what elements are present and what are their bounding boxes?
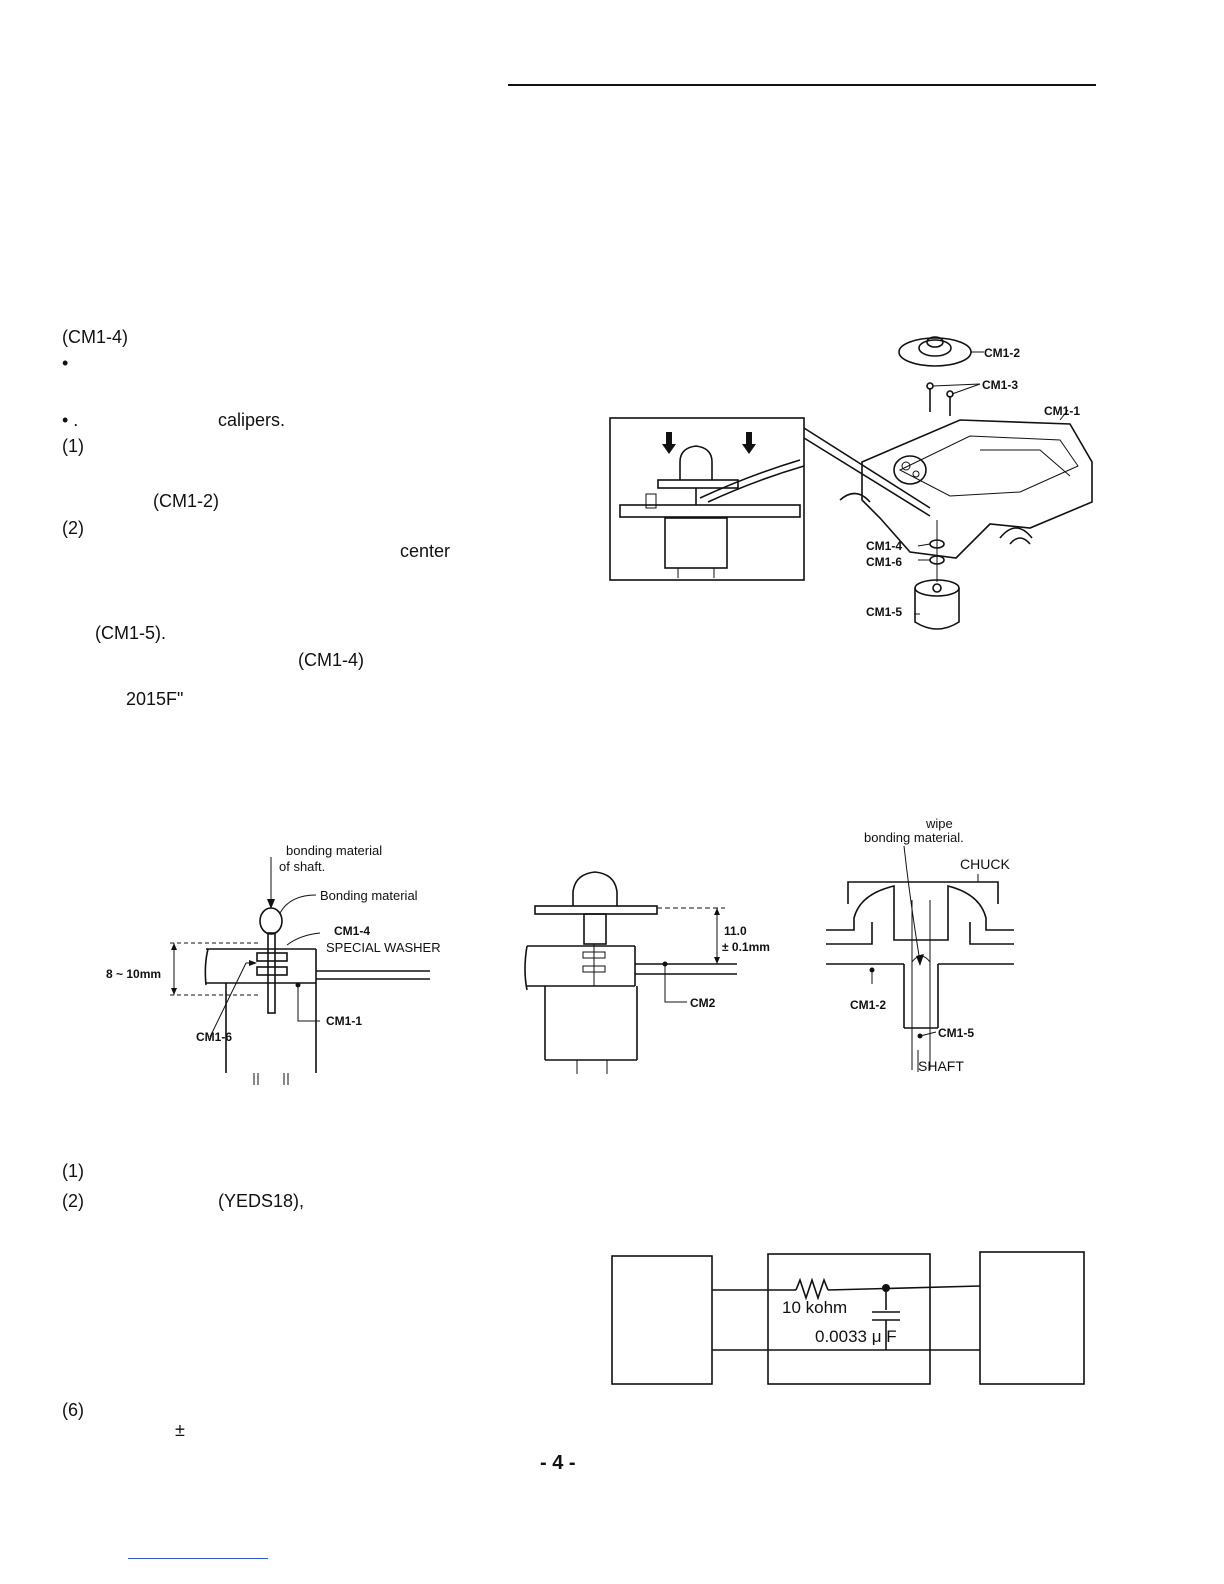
label-dim-8-10: 8 ~ 10mm xyxy=(106,967,162,981)
bullet: • xyxy=(62,353,69,373)
label-of-shaft: of shaft. xyxy=(279,859,326,874)
chuck-shaft-diagram xyxy=(826,845,1014,1072)
label-cm1-2: CM1-2 xyxy=(984,346,1021,360)
bullet-2: • . xyxy=(62,410,79,430)
text-calipers: calipers. xyxy=(218,410,286,430)
step-1: (1) xyxy=(62,436,84,456)
label-bonding-material: bonding material xyxy=(286,843,383,858)
bottom-rule xyxy=(128,1558,268,1559)
text-2015f: 2015F" xyxy=(126,689,184,709)
label-capacitor: 0.0033 μ F xyxy=(815,1327,897,1346)
label-shaft: SHAFT xyxy=(918,1058,964,1074)
label-cm1-2-right: CM1-2 xyxy=(850,998,887,1012)
label-cm1-5-right: CM1-5 xyxy=(938,1026,975,1040)
label-chuck: CHUCK xyxy=(960,856,1010,872)
text-cm1-2-ref: (CM1-2) xyxy=(153,491,219,511)
step-1-b: (1) xyxy=(62,1161,84,1181)
text-cm1-4-ref: (CM1-4) xyxy=(62,327,128,347)
washer-position-diagram xyxy=(170,857,430,1085)
label-dim-11: 11.0 xyxy=(724,924,747,938)
label-bonding: Bonding material xyxy=(320,888,418,903)
label-cm1-6-left: CM1-6 xyxy=(196,1030,233,1044)
label-cm1-3: CM1-3 xyxy=(982,378,1019,392)
step-2-b: (2) xyxy=(62,1191,84,1211)
label-bonding-material-right: bonding material. xyxy=(864,830,964,845)
exploded-view-diagram xyxy=(609,336,1093,630)
filter-circuit-diagram xyxy=(611,1251,1085,1385)
label-cm1-4: CM1-4 xyxy=(866,539,903,553)
page-number: - 4 - xyxy=(540,1452,576,1474)
text-yeds18: (YEDS18), xyxy=(218,1191,305,1211)
chuck-height-diagram xyxy=(524,871,737,1074)
top-rule xyxy=(508,84,1096,86)
text-center: center xyxy=(400,541,451,561)
label-cm1-5: CM1-5 xyxy=(866,605,903,619)
label-special-washer: SPECIAL WASHER xyxy=(326,940,441,955)
plus-minus: ± xyxy=(175,1420,185,1440)
label-cm2: CM2 xyxy=(690,996,716,1010)
text-cm1-4-ref-2: (CM1-4) xyxy=(298,650,364,670)
label-cm1-6: CM1-6 xyxy=(866,555,903,569)
label-cm1-4-left: CM1-4 xyxy=(334,924,371,938)
text-cm1-5-ref: (CM1-5). xyxy=(95,623,166,643)
label-cm1-1-left: CM1-1 xyxy=(326,1014,363,1028)
label-wipe: wipe xyxy=(926,816,953,831)
step-6: (6) xyxy=(62,1400,84,1420)
label-dim-tolerance: ± 0.1mm xyxy=(722,940,770,954)
label-cm1-1: CM1-1 xyxy=(1044,404,1081,418)
label-resistor: 10 kohm xyxy=(782,1298,848,1317)
step-2: (2) xyxy=(62,518,84,538)
